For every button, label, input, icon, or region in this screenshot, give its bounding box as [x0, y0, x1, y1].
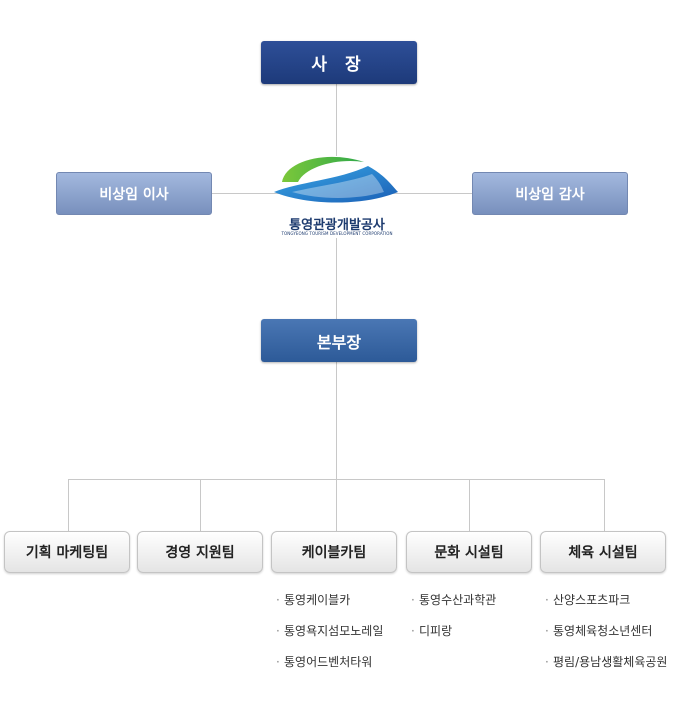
list-item: ·통영체육청소년센터 — [545, 624, 653, 638]
connector-hq-teams — [336, 362, 337, 479]
list-item: ·디피랑 — [411, 624, 453, 638]
hq-box: 본부장 — [261, 319, 417, 362]
list-item: ·통영수산과학관 — [411, 593, 497, 607]
team-cable-car: 케이블카팀 — [271, 531, 397, 573]
logo-mark-icon — [274, 156, 398, 203]
team-label: 문화 시설팀 — [434, 545, 504, 561]
sports-facility-list: ·산양스포츠파크 ·통영체육청소년센터 ·평림/용남생활체육공원 — [545, 592, 667, 685]
list-item: ·산양스포츠파크 — [545, 593, 631, 607]
list-item: ·통영케이블카 — [276, 593, 351, 607]
non-executive-auditor-label: 비상임 감사 — [515, 186, 585, 203]
ceo-box: 사 장 — [261, 41, 417, 84]
list-item: ·통영어드벤처타워 — [276, 655, 373, 669]
team-culture-facilities: 문화 시설팀 — [406, 531, 532, 573]
corporation-logo: 통영관광개발공사 TONGYEONG TOURISM DEVELOPMENT C… — [268, 152, 406, 242]
list-item: ·통영욕지섬모노레일 — [276, 624, 384, 638]
connector-ceo-logo — [336, 84, 337, 156]
team-label: 케이블카팀 — [301, 545, 367, 561]
cable-car-facility-list: ·통영케이블카 ·통영욕지섬모노레일 ·통영어드벤처타워 — [276, 592, 383, 685]
culture-facility-list: ·통영수산과학관 ·디피랑 — [411, 592, 496, 654]
connector-team-5 — [604, 479, 605, 531]
logo-name: 통영관광개발공사 — [289, 218, 385, 233]
non-executive-director-box: 비상임 이사 — [56, 172, 212, 215]
team-label: 체육 시설팀 — [568, 545, 638, 561]
non-executive-auditor-box: 비상임 감사 — [472, 172, 628, 215]
logo-subtitle: TONGYEONG TOURISM DEVELOPMENT CORPORATIO… — [281, 231, 393, 236]
team-sports-facilities: 체육 시설팀 — [540, 531, 666, 573]
list-item: ·평림/용남생활체육공원 — [545, 655, 668, 669]
hq-label: 본부장 — [316, 332, 362, 352]
ceo-label: 사 장 — [311, 55, 367, 75]
connector-logo-hq — [336, 238, 337, 319]
team-label: 기획 마케팅팀 — [25, 545, 109, 561]
connector-team-2 — [200, 479, 201, 531]
connector-team-1 — [68, 479, 69, 531]
connector-team-4 — [469, 479, 470, 531]
team-planning-marketing: 기획 마케팅팀 — [4, 531, 130, 573]
connector-team-3 — [336, 479, 337, 531]
team-label: 경영 지원팀 — [165, 545, 235, 561]
team-management-support: 경영 지원팀 — [137, 531, 263, 573]
non-executive-director-label: 비상임 이사 — [99, 186, 169, 203]
